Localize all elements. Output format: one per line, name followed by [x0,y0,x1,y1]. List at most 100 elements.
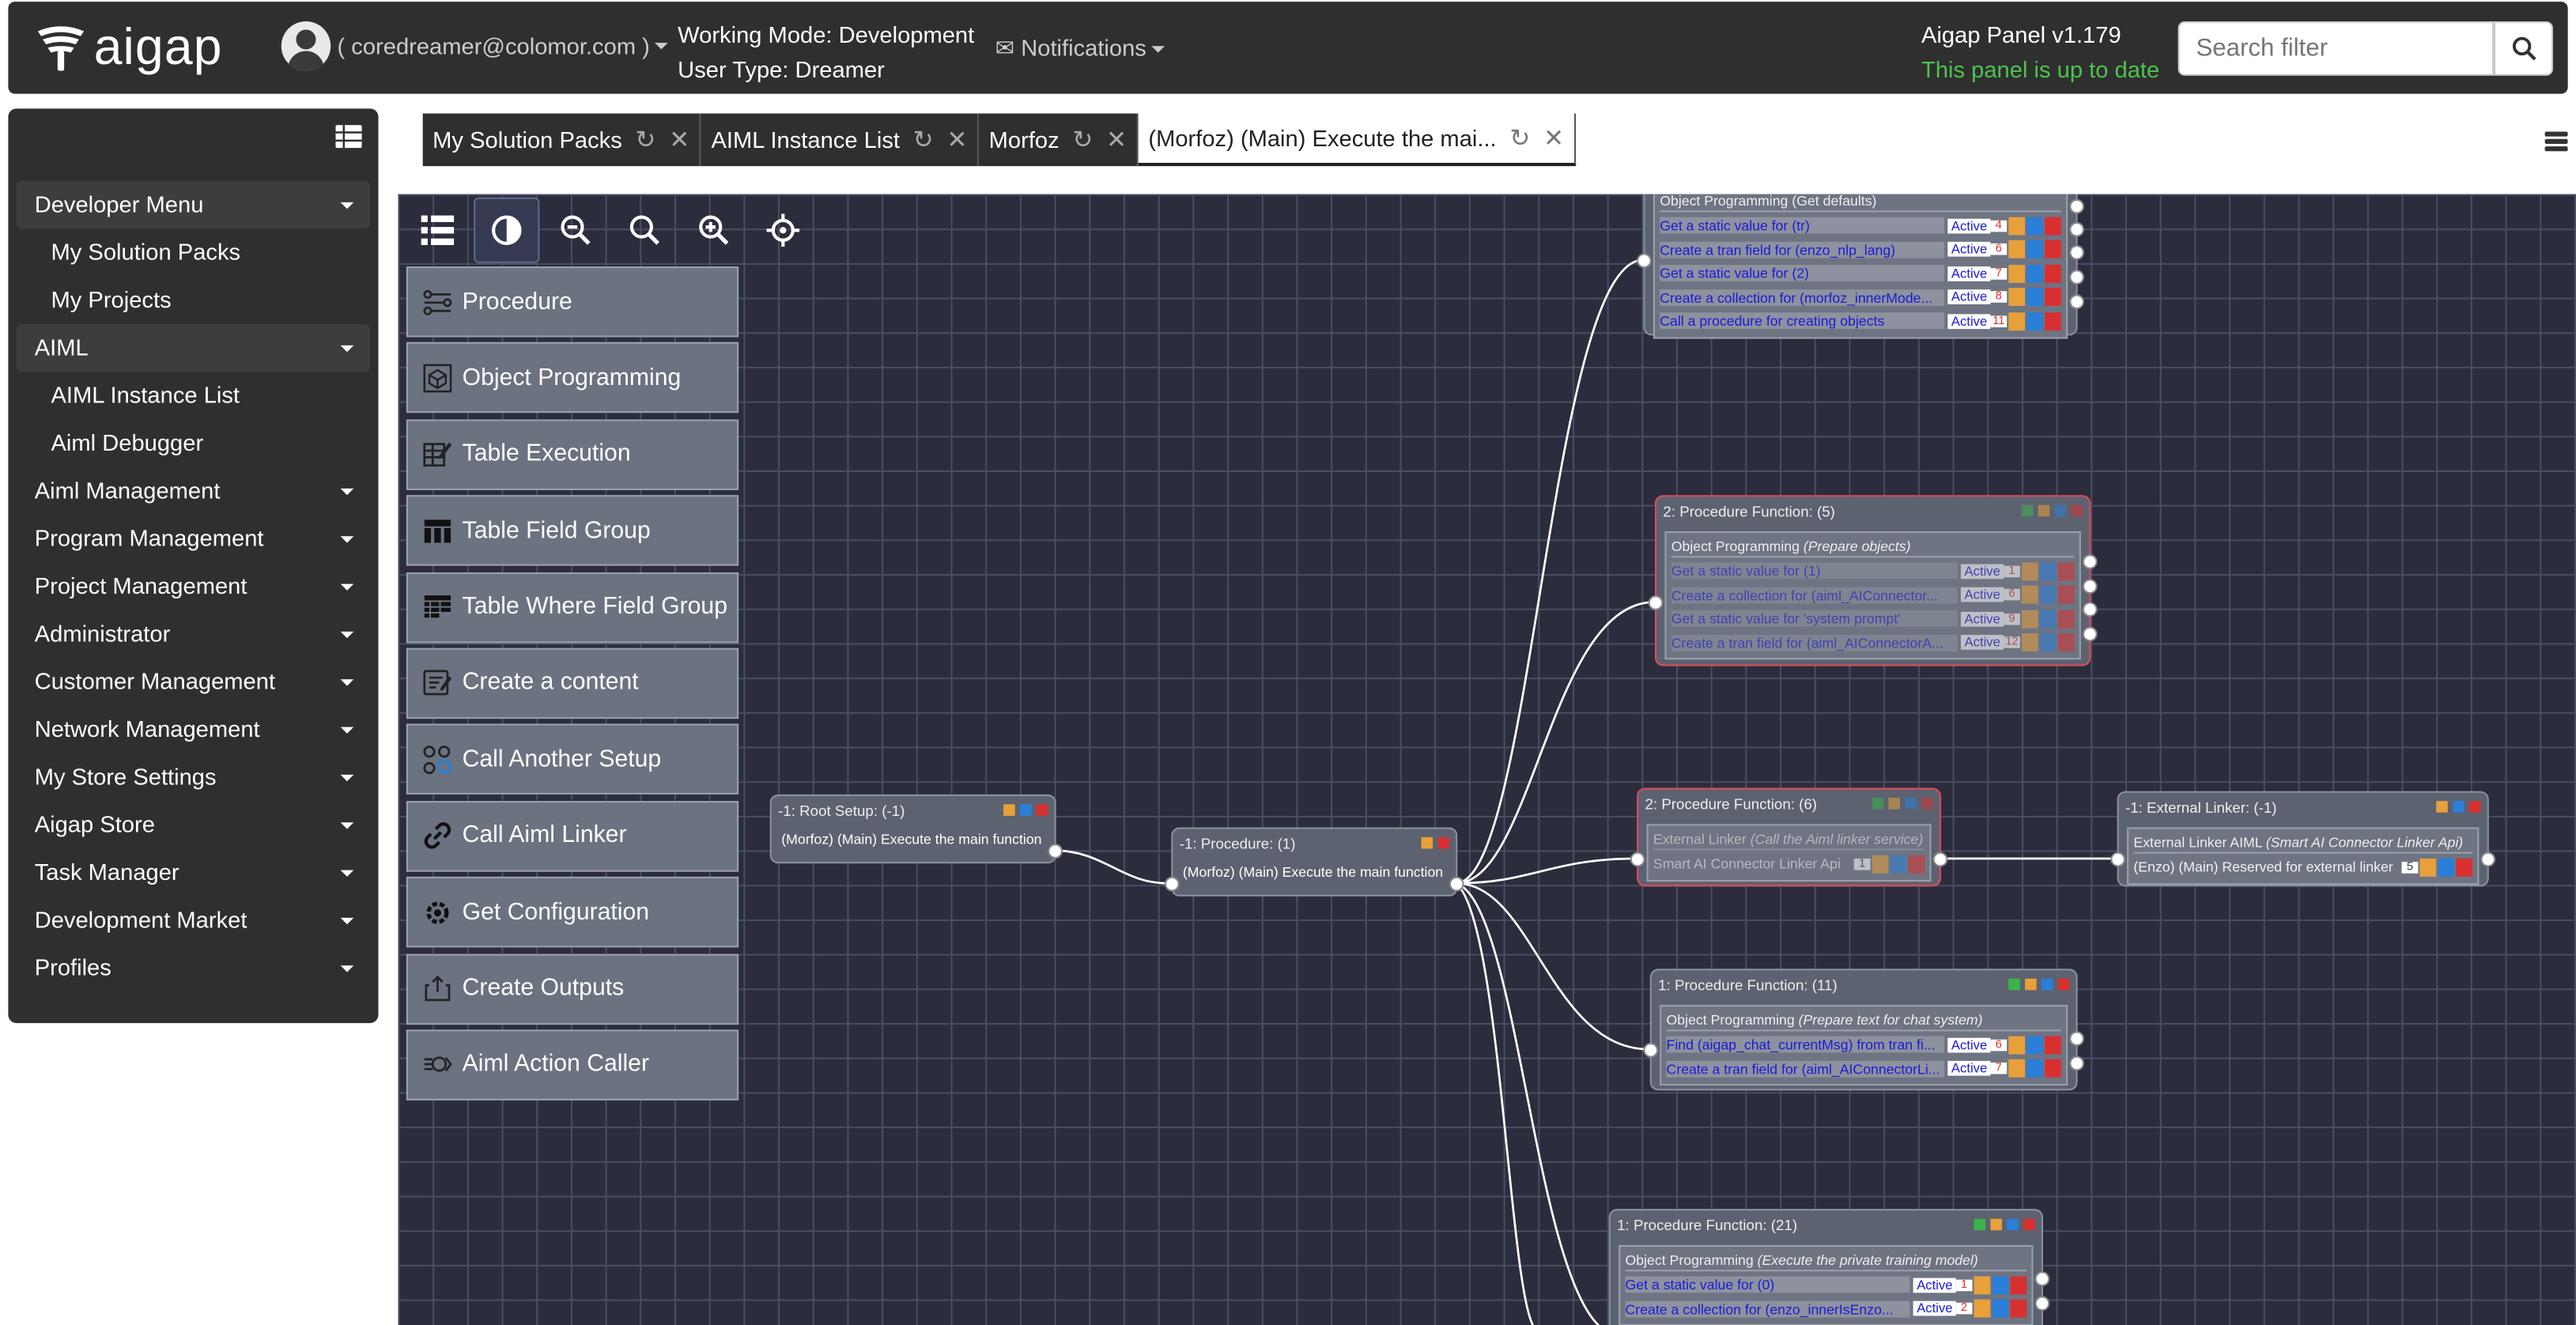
palette-aiml-action-caller[interactable]: Aiml Action Caller [406,1029,739,1100]
edit-icon[interactable] [1974,1275,1991,1294]
copy-icon[interactable] [2007,1218,2019,1231]
delete-icon[interactable] [2071,504,2083,517]
contrast-toggle-button[interactable] [474,197,540,263]
edit-icon[interactable] [2021,562,2038,580]
input-port[interactable] [1164,876,1180,892]
add-icon[interactable] [1974,1218,1986,1231]
center-view-button[interactable] [750,198,816,263]
copy-icon[interactable] [1890,855,1907,874]
input-port[interactable] [1637,253,1652,269]
output-port[interactable] [2069,1055,2084,1071]
palette-table-field-group[interactable]: Table Field Group [406,495,739,567]
tab-my-solution-packs[interactable]: My Solution Packs↻✕ [422,113,701,167]
list-toggle-icon[interactable] [335,125,362,149]
edit-icon[interactable] [2436,801,2448,813]
copy-icon[interactable] [1992,1275,2009,1294]
edit-icon[interactable] [1990,1218,2002,1231]
sidebar-item-developer-menu[interactable]: Developer Menu [16,180,371,229]
sidebar-item-aiml-debugger[interactable]: Aiml Debugger [17,420,370,467]
close-icon[interactable]: ✕ [1106,126,1127,155]
delete-icon[interactable] [2045,311,2061,330]
sidebar-item-aigap-store[interactable]: Aigap Store [17,801,370,848]
delete-icon[interactable] [2057,586,2075,605]
input-port[interactable] [1630,851,1645,867]
close-icon[interactable]: ✕ [1543,125,1565,153]
edit-icon[interactable] [1872,855,1889,874]
edit-icon[interactable] [2008,288,2026,307]
input-port[interactable] [1643,1043,1659,1058]
delete-icon[interactable] [1036,804,1048,816]
node-procedure-1[interactable]: -1: Procedure: (1) (Morfoz) (Main) Execu… [1164,827,1464,897]
delete-icon[interactable] [2045,1036,2061,1055]
delete-icon[interactable] [1908,855,1925,874]
palette-object-programming[interactable]: Object Programming [406,342,739,414]
copy-icon[interactable] [2041,978,2053,991]
node-get-defaults[interactable]: Object Programming (Get defaults) Get a … [1637,194,2084,338]
edit-icon[interactable] [1888,798,1900,810]
edit-icon[interactable] [2008,240,2026,259]
delete-icon[interactable] [2045,264,2061,283]
edit-icon[interactable] [2038,504,2050,517]
delete-icon[interactable] [2057,562,2075,580]
node-procedure-function-11[interactable]: 1: Procedure Function: (11) Object Progr… [1643,968,2084,1091]
palette-procedure[interactable]: Procedure [406,266,739,338]
zoom-out-button[interactable] [543,198,609,263]
edit-icon[interactable] [2008,311,2026,330]
delete-icon[interactable] [2057,610,2075,629]
palette-create-content[interactable]: Create a content [406,647,739,719]
zoom-reset-button[interactable] [612,198,678,263]
delete-icon[interactable] [1437,836,1449,849]
copy-icon[interactable] [2026,1059,2043,1078]
delete-icon[interactable] [2010,1300,2027,1319]
tab-morfoz[interactable]: Morfoz↻✕ [979,113,1139,167]
copy-icon[interactable] [1992,1300,2009,1319]
output-port[interactable] [2034,1271,2050,1286]
refresh-icon[interactable]: ↻ [912,126,934,155]
copy-icon[interactable] [2453,801,2465,813]
zoom-in-button[interactable] [681,198,746,263]
edit-icon[interactable] [1421,836,1433,849]
edit-icon[interactable] [2021,586,2038,605]
refresh-icon[interactable]: ↻ [1509,125,1531,153]
close-icon[interactable]: ✕ [669,126,690,155]
palette-table-where-field-group[interactable]: Table Where Field Group [406,572,739,643]
edit-icon[interactable] [2008,217,2026,235]
search-input[interactable] [2178,21,2495,76]
node-row[interactable]: Create a tran field for (enzo_nlp_lang)A… [1660,238,2061,262]
refresh-icon[interactable]: ↻ [635,126,656,155]
tab-execute-main[interactable]: (Morfoz) (Main) Execute the mai...↻✕ [1138,113,1576,167]
delete-icon[interactable] [2045,217,2061,235]
output-port[interactable] [2480,851,2496,867]
node-row[interactable]: Create a collection for (aiml_AIConnecto… [1671,583,2075,607]
copy-icon[interactable] [2039,633,2057,652]
node-root-setup[interactable]: -1: Root Setup: (-1) (Morfoz) (Main) Exe… [769,794,1063,864]
sidebar-item-aiml[interactable]: AIML [16,323,371,372]
copy-icon[interactable] [2039,610,2057,629]
flow-canvas[interactable]: Procedure Object Programming Table Execu… [398,194,2576,1325]
copy-icon[interactable] [2054,504,2067,517]
output-port[interactable] [2069,294,2084,310]
edit-icon[interactable] [2021,633,2038,652]
notifications-menu[interactable]: ✉ Notifications [995,35,1165,62]
input-port[interactable] [1648,595,1664,610]
sidebar-item-network-management[interactable]: Network Management [17,706,370,753]
delete-icon[interactable] [2023,1218,2035,1231]
node-procedure-function-21[interactable]: 1: Procedure Function: (21) Object Progr… [1608,1209,2050,1325]
sidebar-item-project-management[interactable]: Project Management [17,563,370,610]
copy-icon[interactable] [2026,217,2043,235]
node-row[interactable]: Get a static value for 'system prompt'Ac… [1671,607,2075,631]
output-port[interactable] [1449,876,1464,892]
edit-icon[interactable] [1003,804,1015,816]
node-row[interactable]: Create a tran field for (aiml_AIConnecto… [1671,631,2075,655]
delete-icon[interactable] [2057,978,2070,991]
refresh-icon[interactable]: ↻ [1072,126,1093,155]
delete-icon[interactable] [2057,633,2075,652]
node-row[interactable]: Create a collection for (morfoz_innerMod… [1660,285,2061,309]
edit-icon[interactable] [2021,610,2038,629]
output-port[interactable] [2082,579,2098,595]
sidebar-item-program-management[interactable]: Program Management [17,515,370,562]
